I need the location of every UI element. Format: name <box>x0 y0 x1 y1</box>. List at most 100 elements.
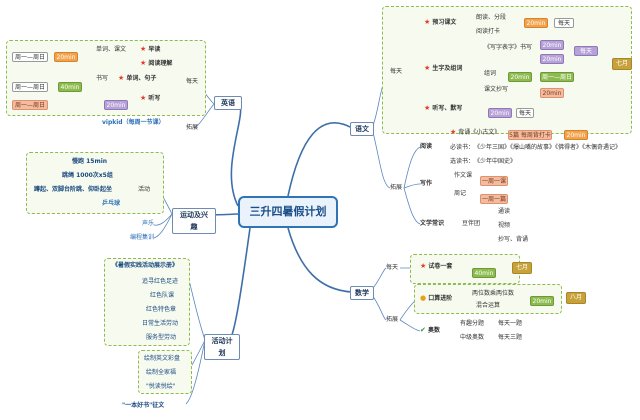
chinese-knowledge-copy: 抄写、背诵 <box>498 236 529 243</box>
star-icon: ★ <box>450 128 457 136</box>
english-early-reading-note: 单词、课文 <box>96 46 127 53</box>
english-dictation-label: 听写 <box>148 95 161 102</box>
english-dictation[interactable]: ★ 听写 <box>140 94 160 103</box>
star-icon: ★ <box>424 104 431 112</box>
sports-item-rope[interactable]: 跳绳 1000次x5组 <box>62 172 113 179</box>
chinese-preview-label: 预习课文 <box>432 19 457 26</box>
english-every-day-label: 每天 <box>186 78 199 85</box>
math-olympic-label: 奥数 <box>427 327 440 334</box>
star-icon: ★ <box>424 18 431 26</box>
line-to-math <box>287 227 353 293</box>
topic-activities[interactable]: 活动计划 <box>204 334 240 360</box>
math-calc-month: 八月 <box>566 292 586 304</box>
clock-icon: ● <box>420 294 427 302</box>
math-olympic-row2-a: 中级奥数 <box>460 334 485 341</box>
activities-drawing-region <box>138 350 192 394</box>
line-to-activities <box>229 227 251 341</box>
math-olympic[interactable]: ✔ 奥数 <box>420 326 440 335</box>
activities-item-red-badge[interactable]: 红色特色章 <box>146 306 177 313</box>
star-icon: ★ <box>140 59 147 67</box>
topic-chinese[interactable]: 语文 <box>350 122 374 136</box>
chinese-writing-composition: 作文课 <box>454 172 473 179</box>
activities-item-service-labor[interactable]: 服务型劳动 <box>146 334 177 341</box>
activities-drawing-family[interactable]: 绘制全家福 <box>146 369 177 376</box>
english-early-reading-days: 周一—周日 <box>12 52 48 62</box>
sports-item-squats[interactable]: 蹲起、双脚台阶跳、仰卧起坐 <box>34 186 113 193</box>
math-olympic-row1-b: 每天一题 <box>498 320 523 327</box>
star-icon: ★ <box>118 74 125 82</box>
math-exam[interactable]: ★ 试卷一套 <box>420 262 452 271</box>
chinese-words-time-1: 20min <box>540 40 564 50</box>
chinese-words-label: 生字及组词 <box>432 65 463 72</box>
star-icon: ★ <box>420 262 427 270</box>
math-every-day-label: 每天 <box>386 264 399 271</box>
chinese-reading-row3-detail: 《少年中国史》 <box>474 158 517 165</box>
sports-item-pingpong[interactable]: 乒乓球 <box>102 200 121 207</box>
sports-activity-region <box>26 152 164 214</box>
sports-extra-coding[interactable]: 编程集训 <box>130 234 155 241</box>
chinese-reading[interactable]: 阅读 <box>420 143 433 150</box>
chinese-dictation[interactable]: ★ 听写、默写 <box>424 104 462 113</box>
chinese-words-note-copy: 课文抄写 <box>484 86 509 93</box>
chinese-preview[interactable]: ★ 预习课文 <box>424 18 456 27</box>
activities-book-essay[interactable]: "一本好书"征文 <box>122 402 165 409</box>
sports-item-jog[interactable]: 慢跑 15min <box>72 158 108 165</box>
star-icon: ★ <box>424 64 431 72</box>
topic-math[interactable]: 数学 <box>350 286 374 300</box>
chinese-knowledge-video: 视频 <box>498 222 511 229</box>
english-early-reading-time: 20min <box>54 52 78 62</box>
line-to-english <box>230 103 242 207</box>
math-expand-label: 拓展 <box>386 316 399 323</box>
activities-item-red-class[interactable]: 红色队课 <box>150 292 175 299</box>
math-calc-time: 20min <box>530 296 554 306</box>
activities-item-handbook[interactable]: 《暑假实践活动展示册》 <box>112 262 179 269</box>
chinese-dictation-label: 听写、默写 <box>432 105 463 112</box>
chinese-reading-row2-cat: 必读书： <box>450 144 475 151</box>
math-calc-label: 口算进阶 <box>428 295 453 302</box>
english-words-days: 周一—周日 <box>12 82 48 92</box>
check-icon: ✔ <box>420 326 426 334</box>
chinese-knowledge[interactable]: 文学常识 <box>420 220 445 227</box>
chinese-dictation-freq: 每天 <box>516 108 534 118</box>
math-exam-month: 七月 <box>512 262 532 274</box>
activities-item-red-trace[interactable]: 追寻红色足迹 <box>142 278 179 285</box>
english-reading-comprehension[interactable]: ★ 阅读理解 <box>140 59 172 68</box>
english-early-reading[interactable]: ★ 早读 <box>140 45 160 54</box>
chinese-reading-row3-cat: 选读书： <box>450 158 475 165</box>
english-dictation-time: 20min <box>104 100 128 110</box>
english-reading-comprehension-label: 阅读理解 <box>148 60 173 67</box>
chinese-expand-label: 拓展 <box>390 184 403 191</box>
chinese-writing-diary: 周记 <box>454 190 467 197</box>
english-words-label: 单词、句子 <box>126 75 157 82</box>
line-to-chinese <box>287 122 353 197</box>
activities-drawing-color[interactable]: 绘制英文彩盘 <box>144 355 181 362</box>
central-topic[interactable]: 三升四暑假计划 <box>238 196 338 228</box>
chinese-july: 七月 <box>612 58 632 70</box>
chinese-words-range: 周一—周日 <box>540 72 574 82</box>
english-words-sentences[interactable]: ★ 单词、句子 <box>118 74 156 83</box>
topic-sports[interactable]: 运动及兴趣 <box>172 208 216 234</box>
chinese-preview-note-read: 朗读、分段 <box>476 14 507 21</box>
chinese-words-time-3: 20min <box>508 72 532 82</box>
sports-activity-label: 活动 <box>138 186 151 193</box>
chinese-writing-diary-freq: 一周一篇 <box>480 194 508 204</box>
activities-drawing-read[interactable]: "悦读悦绘" <box>146 383 176 390</box>
chinese-words-freq: 每天 <box>574 46 598 56</box>
chinese-writing-composition-freq: 一周一课 <box>480 176 508 186</box>
chinese-words-time-2: 20min <box>540 54 564 64</box>
activities-item-daily-labor[interactable]: 日常生活劳动 <box>142 320 179 327</box>
chinese-words[interactable]: ★ 生字及组词 <box>424 64 462 73</box>
sports-extra-vocal[interactable]: 声乐 <box>142 220 155 227</box>
english-dictation-days: 周一—周日 <box>12 100 48 110</box>
chinese-reading-row1-time: 20min <box>564 130 588 140</box>
english-vipkid[interactable]: vipkid（每周一节课） <box>102 119 165 126</box>
chinese-knowledge-sub: 豆伴团 <box>462 220 481 227</box>
chinese-every-day-label: 每天 <box>390 68 403 75</box>
english-words-time: 40min <box>58 82 82 92</box>
math-calc-note-1: 两位数乘两位数 <box>472 290 515 297</box>
topic-english[interactable]: 英语 <box>214 96 242 110</box>
math-calc[interactable]: ● 口算进阶 <box>420 294 452 303</box>
math-calc-note-2: 混合运算 <box>476 302 501 309</box>
chinese-writing[interactable]: 写作 <box>420 180 433 187</box>
